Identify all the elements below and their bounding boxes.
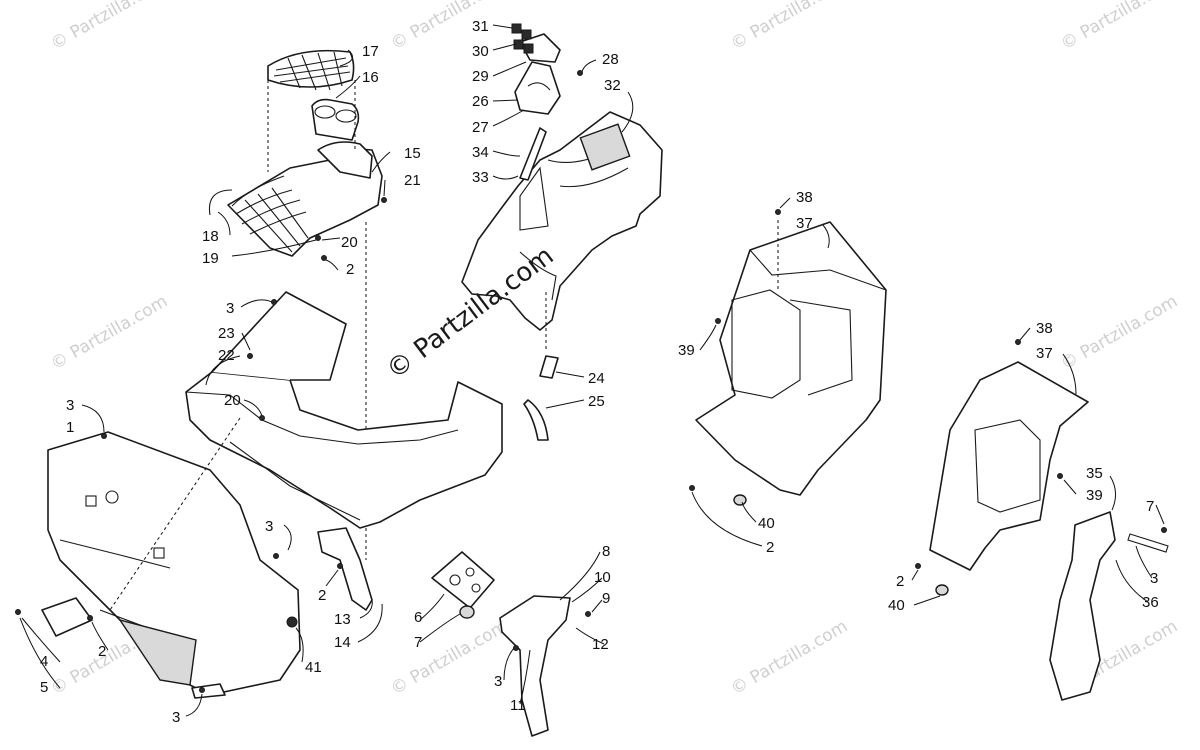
callout-12: 12 [592,636,609,653]
callout-4: 4 [40,653,48,670]
shifter-console-assembly [461,23,663,441]
callout-9: 9 [602,590,610,607]
callout-36: 36 [1142,594,1159,611]
callout-26: 26 [472,93,489,110]
callout-7: 7 [1146,498,1154,515]
callout-20: 20 [224,392,241,409]
callout-13: 13 [334,611,351,628]
callout-32: 32 [604,77,621,94]
callout-37: 37 [796,215,813,232]
callout-2: 2 [896,573,904,590]
mud-flap-assembly [499,595,591,737]
watermark-text: © Partzilla.com [1058,291,1182,374]
callout-21: 21 [404,172,421,189]
callout-2: 2 [766,539,774,556]
callout-29: 29 [472,68,489,85]
watermark-text: © Partzilla.com [388,616,512,699]
callout-11: 11 [510,697,526,714]
callout-38: 38 [1036,320,1053,337]
callout-labels: 17 16 15 21 18 19 20 2 31 30 29 26 27 34… [40,18,1159,726]
callout-22: 22 [218,347,235,364]
callout-3: 3 [1150,570,1158,587]
callout-20: 20 [341,234,358,251]
watermark-text: © Partzilla.com [388,0,512,54]
callout-1: 1 [66,419,74,436]
callout-8: 8 [602,543,610,560]
callout-7: 7 [414,634,422,651]
callout-2: 2 [318,587,326,604]
front-panel-assembly [15,417,301,699]
callout-39: 39 [678,342,695,359]
callout-24: 24 [588,370,605,387]
floor-pan-assembly [185,291,503,529]
callout-40: 40 [888,597,905,614]
callout-19: 19 [202,250,219,267]
callout-3: 3 [265,518,273,535]
callout-25: 25 [588,393,605,410]
callout-2: 2 [98,643,106,660]
callout-10: 10 [594,569,611,586]
callout-3: 3 [172,709,180,726]
callout-34: 34 [472,144,489,161]
callout-28: 28 [602,51,619,68]
callout-5: 5 [40,679,48,696]
callout-18: 18 [202,228,219,245]
watermark-text: © Partzilla.com [1058,0,1182,54]
callout-40: 40 [758,515,775,532]
callout-38: 38 [796,189,813,206]
callout-41: 41 [305,659,322,676]
callout-23: 23 [218,325,235,342]
console-cupholder-assembly [208,49,387,560]
callout-14: 14 [334,634,351,651]
watermark-text: © Partzilla.com [728,616,852,699]
side-panel-right-assembly [915,339,1169,701]
callout-3: 3 [226,300,234,317]
callout-37: 37 [1036,345,1053,362]
callout-30: 30 [472,43,489,60]
callout-39: 39 [1086,487,1103,504]
callout-17: 17 [362,43,379,60]
watermark-text: © Partzilla.com [48,291,172,374]
callout-16: 16 [362,69,379,86]
watermark-text: © Partzilla.com [48,0,172,54]
callout-2: 2 [346,261,354,278]
callout-6: 6 [414,609,422,626]
callout-27: 27 [472,119,489,136]
watermark-text: © Partzilla.com [728,0,852,54]
callout-33: 33 [472,169,489,186]
callout-3: 3 [494,673,502,690]
callout-15: 15 [404,145,421,162]
callout-3: 3 [66,397,74,414]
side-panel-left-assembly [689,209,887,506]
callout-31: 31 [472,18,489,35]
bracket-parts [317,527,495,619]
leader-lines [19,24,1165,717]
callout-35: 35 [1086,465,1103,482]
